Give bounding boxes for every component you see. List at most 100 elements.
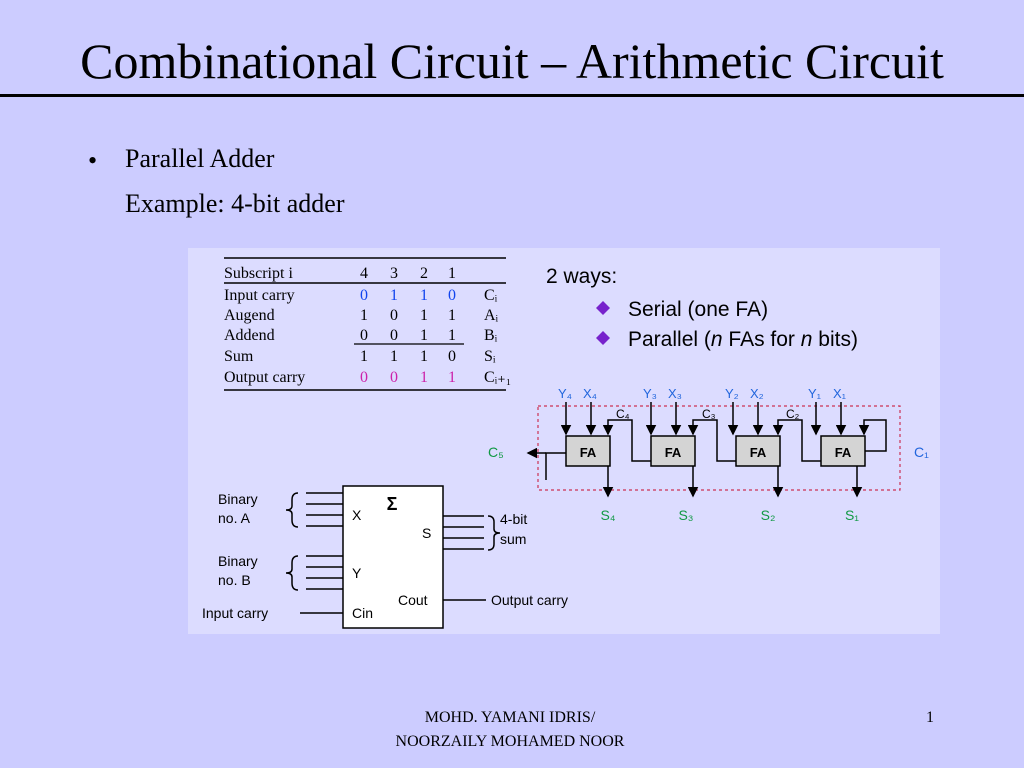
fa-label: FA [835,445,852,460]
table-header-value: 4 [360,265,368,282]
carry-label: C₂ [786,407,800,421]
sum-arrows [602,466,863,498]
carry-wires [526,419,887,480]
sum-label: S₁ [845,507,859,523]
ways-heading: 2 ways: [546,265,617,288]
row-symbol: Aᵢ [484,307,499,324]
binary-b-label-2: no. B [218,572,251,588]
row-label: Addend [224,327,275,344]
adder-block-diagram: Σ X Y Cin S Cout [202,485,568,629]
row-symbol: Cᵢ [484,287,498,304]
input-x: X₁ [833,386,847,401]
row-value: 0 [360,287,368,304]
row-label: Augend [224,307,275,324]
pin-cin: Cin [352,605,373,621]
footer-author: MOHD. YAMANI IDRIS/ NOORZAILY MOHAMED NO… [360,706,660,754]
table-row: Output carry 0 0 1 1 Cᵢ₊₁ [224,369,511,386]
row-value: 1 [420,348,428,365]
input-y: Y₃ [643,386,657,401]
row-value: 0 [448,348,456,365]
fa-block-2 [735,435,781,467]
bullet-dot: • [88,146,98,175]
ways-list: 2 ways: Serial (one FA) Parallel (n FAs … [546,265,858,351]
example-text: Example: 4-bit adder [125,189,345,218]
binary-a-label-1: Binary [218,491,258,507]
input-x: X₃ [668,386,682,401]
row-value: 1 [390,287,398,304]
table-row: Sum 1 1 1 0 Sᵢ [224,348,496,365]
addition-table: Subscript i 4 3 2 1 Input carry 0 1 1 0 … [224,257,511,391]
row-symbol: Cᵢ₊₁ [484,369,511,386]
fa-chain: FA FA FA FA Y₄ X₄ Y₃ X₃ Y₂ X₂ Y₁ X₁ [488,386,929,523]
diamond-bullet-icon [596,331,610,345]
row-value: 0 [390,307,398,324]
footer-author-line-2: NOORZAILY MOHAMED NOOR [395,733,625,750]
row-value: 1 [448,327,456,344]
bullet-parallel-adder: Parallel Adder [125,144,275,173]
input-y: Y₂ [725,386,739,401]
table-header-value: 1 [448,265,456,282]
ways-parallel: Parallel (n FAs for n bits) [628,328,858,351]
carry-in-label: C₁ [914,444,929,460]
sum-label: S₃ [678,507,693,523]
input-y: Y₄ [558,386,572,401]
table-header-value: 2 [420,265,428,282]
carry-out-label: C₅ [488,444,504,460]
page-number: 1 [926,709,934,726]
row-value: 1 [420,369,428,386]
binary-a-label-2: no. A [218,510,251,526]
footer-author-line-1: MOHD. YAMANI IDRIS/ [424,709,596,726]
pin-cout: Cout [398,592,428,608]
adder-block [342,485,444,629]
row-value: 1 [448,307,456,324]
adder-figure: Subscript i 4 3 2 1 Input carry 0 1 1 0 … [188,248,940,634]
input-x: X₄ [583,386,597,401]
row-value: 1 [420,307,428,324]
chain-outline [537,405,901,491]
row-symbol: Bᵢ [484,327,498,344]
row-value: 1 [420,327,428,344]
sum-label: S₂ [761,507,776,523]
input-arrows [560,402,847,436]
input-y: Y₁ [808,386,822,401]
diamond-bullet-icon [596,301,610,315]
pin-s: S [422,525,431,541]
row-value: 1 [448,369,456,386]
row-value: 1 [360,348,368,365]
row-value: 0 [360,369,368,386]
title-rule [0,94,1024,97]
slide-title: Combinational Circuit – Arithmetic Circu… [80,33,944,89]
sum-4bit-label-1: 4-bit [500,511,527,527]
row-value: 0 [448,287,456,304]
table-row: Augend 1 0 1 1 Aᵢ [224,307,499,324]
sum-4bit-label-2: sum [500,531,526,547]
sum-label: S₄ [600,507,615,523]
table-row: Addend 0 0 1 1 Bᵢ [224,327,498,344]
fa-label: FA [750,445,767,460]
block-wires [285,492,501,614]
carry-label: C₃ [702,407,716,421]
row-value: 0 [360,327,368,344]
binary-b-label-1: Binary [218,553,258,569]
fa-block-4 [565,435,611,467]
ways-serial: Serial (one FA) [628,298,768,321]
table-header-label: Subscript i [224,265,293,282]
fa-label: FA [580,445,597,460]
row-value: 0 [390,327,398,344]
input-x: X₂ [750,386,764,401]
input-carry-label: Input carry [202,605,268,621]
table-row: Input carry 0 1 1 0 Cᵢ [224,287,498,304]
row-label: Output carry [224,369,305,386]
pin-y: Y [352,565,362,581]
pin-x: X [352,507,362,523]
fa-label: FA [665,445,682,460]
sigma-icon: Σ [387,494,398,514]
row-value: 1 [420,287,428,304]
adder-figure-svg: Subscript i 4 3 2 1 Input carry 0 1 1 0 … [202,257,929,629]
row-value: 1 [390,348,398,365]
row-value: 0 [390,369,398,386]
output-carry-label: Output carry [491,592,568,608]
row-label: Sum [224,348,254,365]
row-label: Input carry [224,287,295,304]
fa-block-3 [650,435,696,467]
